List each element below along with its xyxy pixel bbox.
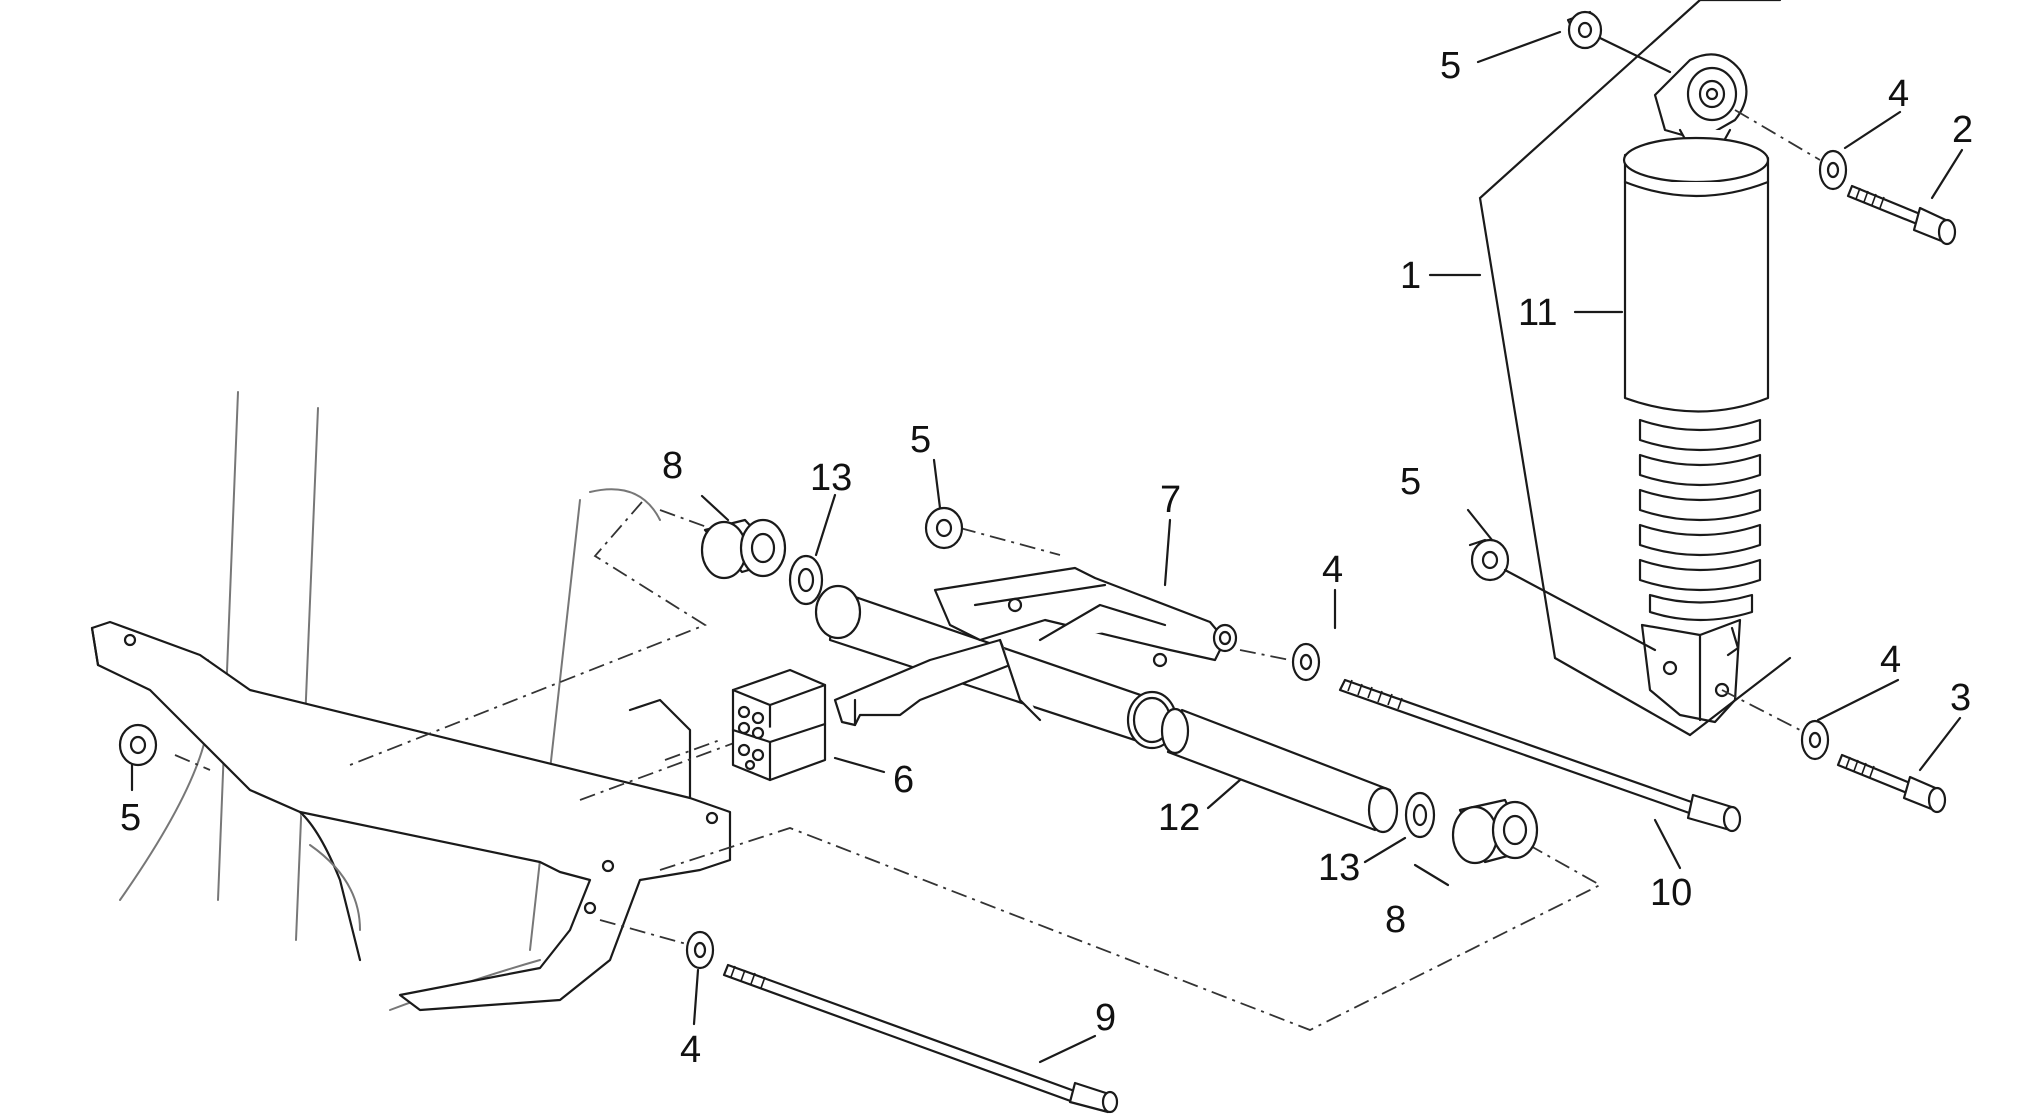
callout-1: 1 bbox=[1400, 255, 1421, 297]
callout-9: 9 bbox=[1095, 997, 1116, 1039]
callout-10: 10 bbox=[1650, 872, 1692, 914]
washer-upper bbox=[1818, 149, 1848, 191]
shock-absorber bbox=[1622, 53, 1770, 724]
callout-5-top: 5 bbox=[1440, 45, 1461, 87]
washer-bottom bbox=[685, 930, 715, 970]
leader-lines bbox=[130, 30, 1964, 1064]
assembly-lines bbox=[174, 501, 1602, 1031]
shock-assembly-bracket bbox=[1478, 0, 1792, 737]
bolt-upper bbox=[1846, 184, 1957, 246]
bushing-top bbox=[1566, 10, 1603, 50]
callout-8-right: 8 bbox=[1385, 899, 1406, 941]
washer-13-right bbox=[1404, 791, 1436, 839]
bush-left bbox=[700, 518, 787, 580]
bush-right bbox=[1451, 798, 1539, 865]
swing-arm bbox=[814, 566, 1238, 750]
callout-13-left: 13 bbox=[810, 457, 852, 499]
callout-6: 6 bbox=[893, 759, 914, 801]
callout-4-lower: 4 bbox=[1880, 639, 1901, 681]
callout-11: 11 bbox=[1518, 292, 1557, 334]
bushing-shock-lower bbox=[1468, 538, 1510, 582]
washer-middle bbox=[1291, 642, 1321, 682]
callout-4-middle: 4 bbox=[1322, 549, 1343, 591]
callout-13-right: 13 bbox=[1318, 847, 1360, 889]
bushing-shock-lower-axis bbox=[1503, 568, 1657, 652]
lower-bolt-axis bbox=[1721, 689, 1801, 731]
callout-2: 2 bbox=[1952, 109, 1973, 151]
bolt-lower bbox=[1836, 753, 1947, 814]
long-bolt-10 bbox=[1338, 678, 1742, 833]
callout-5-bracket: 5 bbox=[120, 797, 141, 839]
callout-4-upper: 4 bbox=[1888, 73, 1909, 115]
callout-7: 7 bbox=[1160, 479, 1181, 521]
callout-8-left: 8 bbox=[662, 445, 683, 487]
bushing-arm bbox=[924, 506, 964, 550]
callout-12: 12 bbox=[1158, 797, 1200, 839]
callout-3: 3 bbox=[1950, 677, 1971, 719]
bushing-bracket bbox=[118, 723, 158, 767]
rubber-block bbox=[731, 668, 827, 782]
callout-labels: 1 2 3 4 4 4 4 5 5 5 5 6 7 8 8 9 10 11 12… bbox=[120, 45, 1973, 1071]
washer-13-left bbox=[788, 554, 824, 606]
callout-5-shock: 5 bbox=[1400, 461, 1421, 503]
long-bolt-9 bbox=[722, 963, 1119, 1114]
callout-5-arm: 5 bbox=[910, 419, 931, 461]
tube bbox=[1160, 707, 1399, 834]
swingarm-bracket bbox=[90, 620, 732, 1012]
washer-lower-right bbox=[1800, 719, 1830, 761]
bushing-top-axis bbox=[1598, 36, 1672, 74]
callout-4-bottom: 4 bbox=[680, 1029, 701, 1071]
